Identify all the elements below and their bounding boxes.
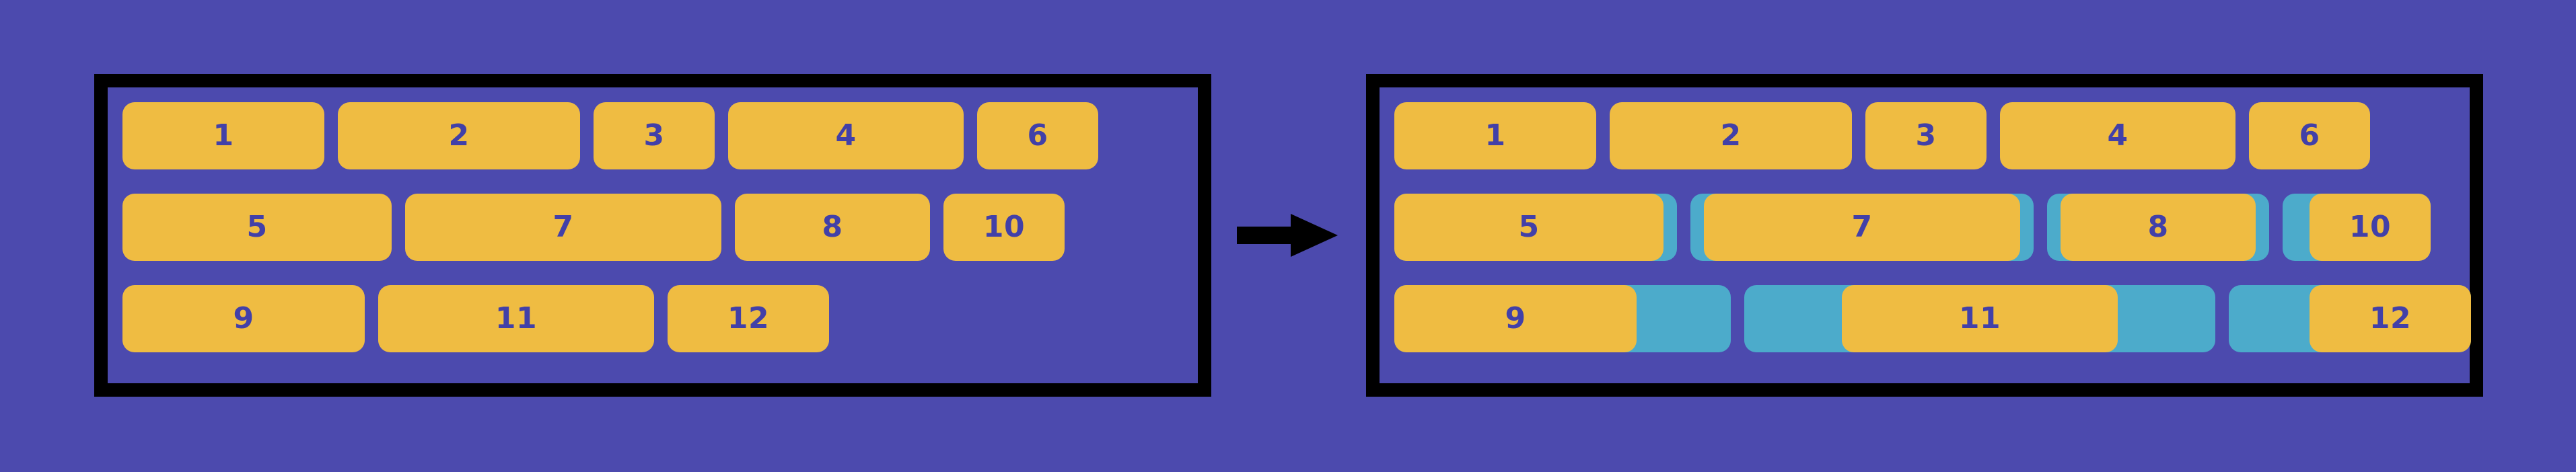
slot-10: 10 xyxy=(2283,194,2431,261)
slot-5: 5 xyxy=(122,194,392,261)
slot-9: 9 xyxy=(122,285,365,352)
slot-7: 7 xyxy=(1690,194,2034,261)
block-2[interactable]: 2 xyxy=(338,102,580,169)
slot-3: 3 xyxy=(1865,102,1987,169)
block-11[interactable]: 11 xyxy=(378,285,654,352)
block-6[interactable]: 6 xyxy=(977,102,1098,169)
block-7[interactable]: 7 xyxy=(405,194,721,261)
block-12[interactable]: 12 xyxy=(2310,285,2471,352)
slot-8: 8 xyxy=(735,194,930,261)
slot-8: 8 xyxy=(2047,194,2269,261)
slot-6: 6 xyxy=(977,102,1098,169)
slot-6: 6 xyxy=(2249,102,2370,169)
slot-1: 1 xyxy=(122,102,324,169)
arrow-shaft xyxy=(1237,227,1295,244)
block-11[interactable]: 11 xyxy=(1842,285,2118,352)
slot-12: 12 xyxy=(2229,285,2471,352)
arrow-right-icon xyxy=(1237,214,1338,257)
block-10[interactable]: 10 xyxy=(943,194,1065,261)
slot-4: 4 xyxy=(2000,102,2235,169)
slot-11: 11 xyxy=(1744,285,2215,352)
block-6[interactable]: 6 xyxy=(2249,102,2370,169)
after-row-2: 9 11 12 xyxy=(1380,285,2471,352)
block-7[interactable]: 7 xyxy=(1704,194,2020,261)
slot-10: 10 xyxy=(943,194,1065,261)
slot-1: 1 xyxy=(1394,102,1596,169)
block-4[interactable]: 4 xyxy=(728,102,964,169)
arrow-head xyxy=(1291,214,1338,257)
block-10[interactable]: 10 xyxy=(2310,194,2431,261)
block-8[interactable]: 8 xyxy=(2061,194,2256,261)
block-1[interactable]: 1 xyxy=(122,102,324,169)
block-12[interactable]: 12 xyxy=(668,285,829,352)
slot-7: 7 xyxy=(405,194,721,261)
block-3[interactable]: 3 xyxy=(1865,102,1987,169)
slot-5: 5 xyxy=(1394,194,1677,261)
block-3[interactable]: 3 xyxy=(594,102,715,169)
block-4[interactable]: 4 xyxy=(2000,102,2235,169)
block-5[interactable]: 5 xyxy=(1394,194,1663,261)
block-9[interactable]: 9 xyxy=(1394,285,1637,352)
slot-4: 4 xyxy=(728,102,964,169)
block-2[interactable]: 2 xyxy=(1610,102,1852,169)
block-5[interactable]: 5 xyxy=(122,194,392,261)
block-8[interactable]: 8 xyxy=(735,194,930,261)
block-9[interactable]: 9 xyxy=(122,285,365,352)
block-1[interactable]: 1 xyxy=(1394,102,1596,169)
slot-12: 12 xyxy=(668,285,829,352)
slot-3: 3 xyxy=(594,102,715,169)
slot-2: 2 xyxy=(1610,102,1852,169)
slot-11: 11 xyxy=(378,285,654,352)
slot-2: 2 xyxy=(338,102,580,169)
slot-9: 9 xyxy=(1394,285,1731,352)
